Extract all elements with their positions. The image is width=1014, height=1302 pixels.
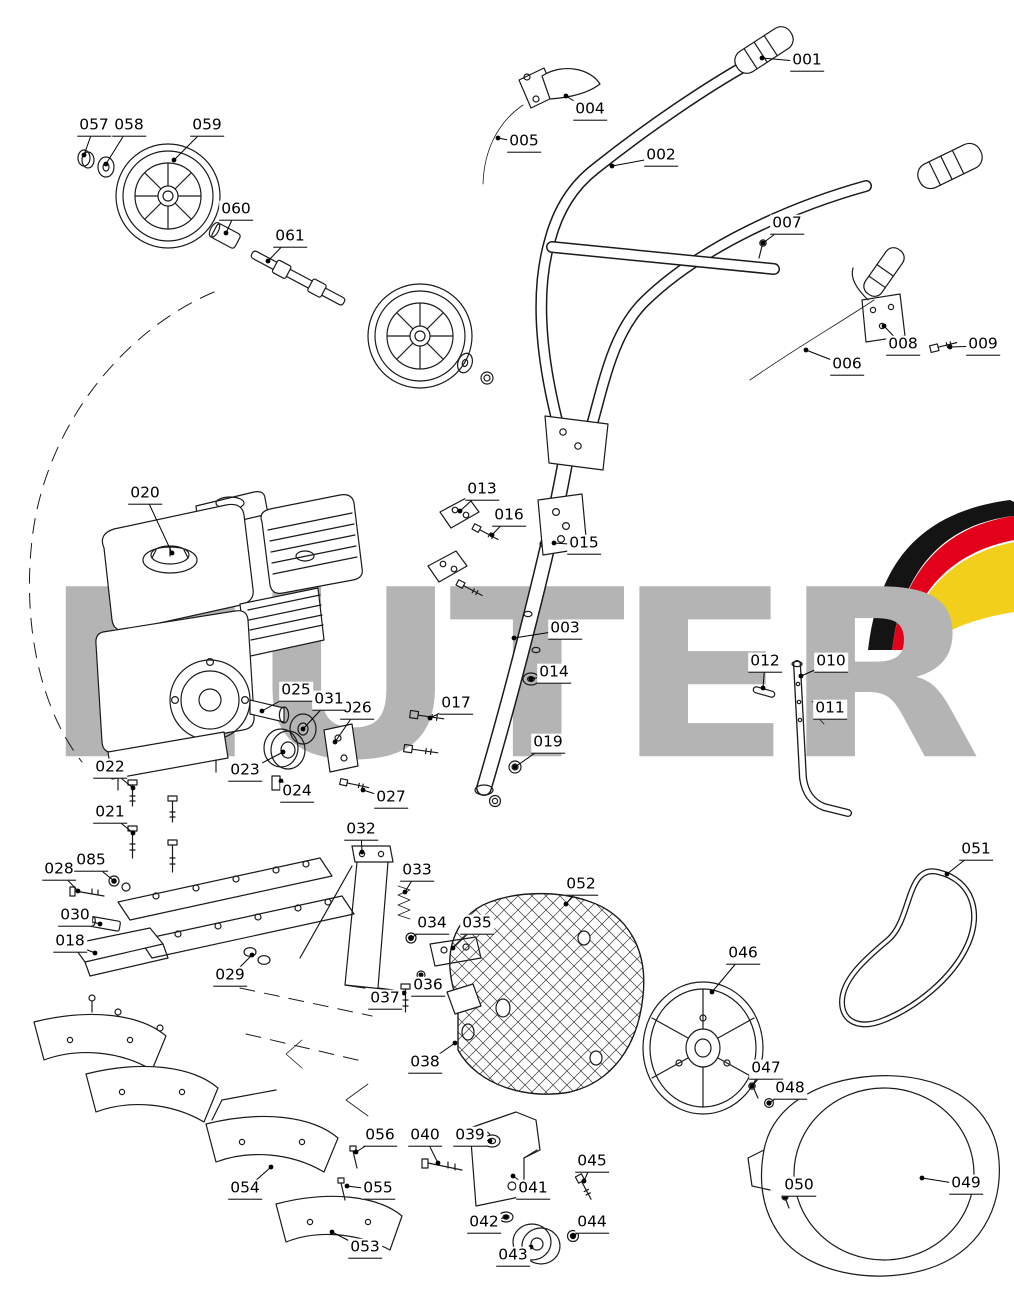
chevron-marks [285,1039,369,1117]
throttle-cable [482,104,524,185]
column-clamps [403,496,499,755]
engine-pulley-bracket [263,713,370,790]
driven-pulley-wheel [642,981,774,1115]
clutch-lever-bracket [749,239,958,381]
wheel-axle-parts [208,221,494,385]
tine-blades [33,1013,403,1251]
throttle-lever [482,67,601,185]
steering-column [474,450,574,808]
frame-assembly [69,845,482,1013]
clutch-cable [749,299,875,381]
handlebar-assembly [535,26,983,556]
front-wheel-right [367,283,473,389]
logo-black-swoosh [868,500,1014,650]
dashed-guide-arc [28,291,373,1063]
handle-grip-right [917,142,983,190]
drive-belt [839,868,978,1028]
mount-bolts [127,779,178,873]
logo-yellow-swoosh [906,542,1014,650]
handle-grip-left [734,26,794,74]
transmission-guard [446,892,645,1095]
front-wheel-left [77,143,221,249]
tensioner-bracket [421,1111,592,1265]
engine-assembly [95,491,363,791]
belt-cover [747,1075,1000,1277]
depth-stake [752,660,852,817]
logo-red-swoosh [892,516,1014,650]
